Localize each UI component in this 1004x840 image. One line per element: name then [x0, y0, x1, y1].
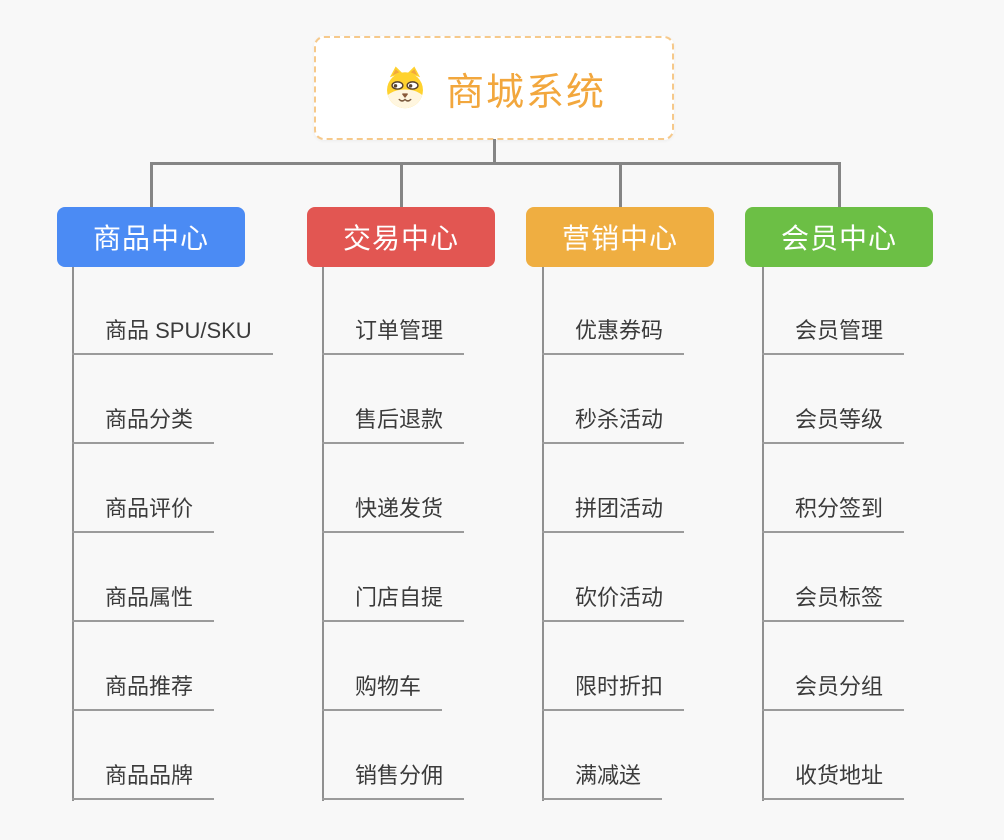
branch-column-line [542, 267, 544, 801]
branch-column-line [322, 267, 324, 801]
branch-column-line [762, 267, 764, 801]
leaf-item[interactable]: 商品 SPU/SKU [72, 315, 273, 355]
branch-label: 营销中心 [561, 223, 678, 254]
branch-node-4[interactable]: 会员中心 [745, 207, 933, 267]
leaf-item[interactable]: 优惠券码 [542, 315, 685, 355]
leaf-item[interactable]: 满减送 [542, 760, 663, 800]
leaf-item[interactable]: 秒杀活动 [542, 404, 685, 444]
connector-root-stub [493, 139, 496, 163]
root-node[interactable]: 商城系统 [314, 36, 674, 140]
leaf-item[interactable]: 限时折扣 [542, 671, 685, 711]
connector-horizontal [150, 162, 840, 165]
branch-column-line [72, 267, 74, 801]
branch-label: 商品中心 [92, 223, 209, 254]
leaf-item[interactable]: 购物车 [322, 671, 443, 711]
leaf-item[interactable]: 销售分佣 [322, 760, 465, 800]
connector-drop [149, 162, 153, 208]
leaf-item[interactable]: 砍价活动 [542, 582, 685, 622]
branch-node-3[interactable]: 营销中心 [526, 207, 714, 267]
leaf-item[interactable]: 商品属性 [72, 582, 215, 622]
leaf-item[interactable]: 快递发货 [322, 493, 465, 533]
leaf-item[interactable]: 售后退款 [322, 404, 465, 444]
leaf-item[interactable]: 订单管理 [322, 315, 465, 355]
leaf-item[interactable]: 会员标签 [762, 582, 905, 622]
leaf-item[interactable]: 商品推荐 [72, 671, 215, 711]
branch-node-2[interactable]: 交易中心 [307, 207, 495, 267]
branch-label: 会员中心 [780, 223, 897, 254]
leaf-item[interactable]: 商品品牌 [72, 760, 215, 800]
leaf-item[interactable]: 拼团活动 [542, 493, 685, 533]
leaf-item[interactable]: 门店自提 [322, 582, 465, 622]
leaf-item[interactable]: 商品分类 [72, 404, 215, 444]
leaf-item[interactable]: 收货地址 [762, 760, 905, 800]
leaf-item[interactable]: 积分签到 [762, 493, 905, 533]
leaf-item[interactable]: 会员等级 [762, 404, 905, 444]
branch-node-1[interactable]: 商品中心 [57, 207, 245, 267]
leaf-item[interactable]: 会员管理 [762, 315, 905, 355]
connector-drop [837, 162, 841, 208]
leaf-item[interactable]: 会员分组 [762, 671, 905, 711]
connector-drop [618, 162, 622, 208]
dog-icon [382, 65, 428, 111]
root-title: 商城系统 [445, 71, 606, 114]
leaf-item[interactable]: 商品评价 [72, 493, 215, 533]
connector-drop [399, 162, 403, 208]
branch-label: 交易中心 [342, 223, 459, 254]
